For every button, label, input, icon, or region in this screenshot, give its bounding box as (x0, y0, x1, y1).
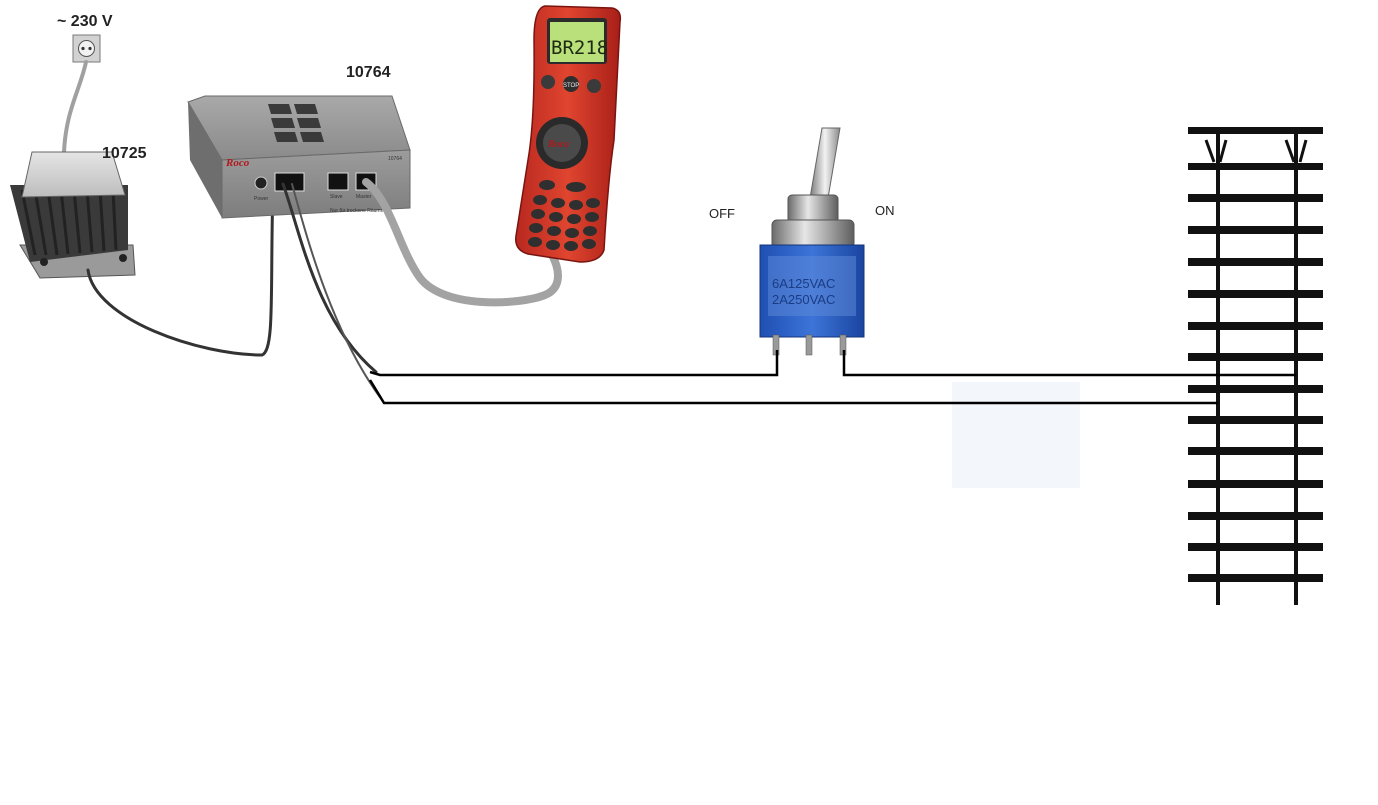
handheld-display (550, 22, 604, 62)
power-cable (86, 183, 275, 357)
left-arrow-button (541, 75, 555, 89)
slave-port (327, 172, 349, 191)
handheld-cable (362, 178, 562, 307)
track-rail-left (1216, 127, 1220, 605)
switch-lever (809, 127, 841, 199)
power-port (254, 176, 268, 190)
booster-10764: Roco 10764 Power Slave Master Nur für tr… (187, 95, 411, 219)
wire-switch-to-rail (842, 350, 1296, 377)
switch-on-label: ON (875, 203, 895, 218)
track-port (274, 172, 305, 192)
booster-brand-logo: Roco (225, 157, 250, 169)
switch-pin-middle (805, 334, 813, 356)
transformer-10725 (10, 151, 136, 279)
mains-label: ~ 230 V (57, 13, 113, 30)
power-port-label: Power (254, 196, 269, 202)
wall-socket (72, 34, 101, 63)
track-sleepers (1188, 127, 1323, 582)
slave-port-label: Slave (330, 194, 343, 200)
stop-button-label: STOP (563, 83, 579, 89)
handheld-brand-logo: Roco (547, 139, 569, 150)
track-cable-a (281, 182, 378, 374)
handheld-display-text: BR218 (551, 37, 608, 59)
booster-label: 10764 (346, 64, 391, 81)
switch-off-label: OFF (709, 206, 735, 221)
booster-footer-text: Nur für trockene Räume (330, 208, 384, 214)
switch-body-text-2: 2A250VAC (772, 292, 835, 307)
stop-button (563, 76, 579, 92)
handheld-keypad (528, 180, 600, 251)
track (1188, 127, 1323, 605)
switch-body-text-1: 6A125VAC (772, 276, 835, 291)
booster-model-print: 10764 (388, 156, 402, 162)
right-arrow-button (587, 79, 601, 93)
transformer-label: 10725 (102, 145, 147, 162)
track-cable-b (291, 183, 383, 401)
toggle-switch: 6A125VAC 2A250VAC (759, 127, 865, 356)
mains-cable (62, 60, 88, 154)
background-patch (952, 382, 1080, 488)
wire-direct-to-rail (368, 379, 1218, 405)
master-port-label: Master (356, 194, 372, 200)
track-rail-right (1294, 127, 1298, 605)
wire-to-switch (369, 350, 779, 377)
handheld-controller: BR218 STOP Roco (515, 5, 622, 263)
